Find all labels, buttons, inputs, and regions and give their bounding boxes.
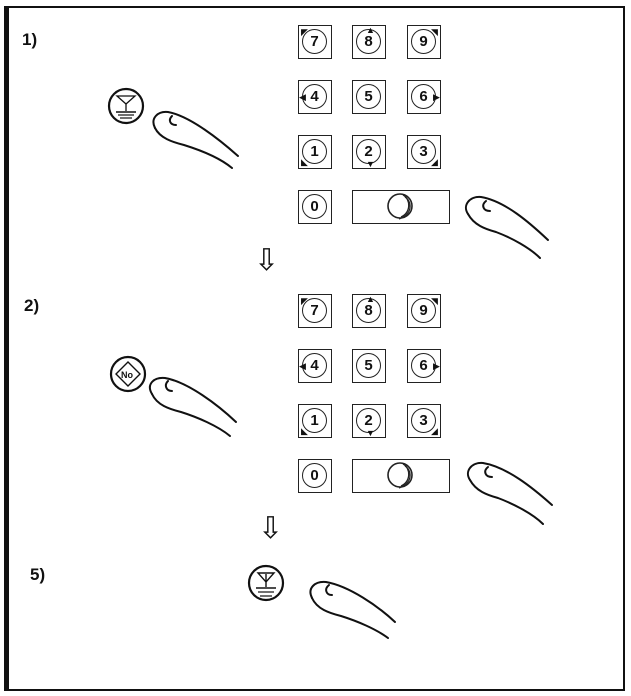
key-5[interactable]: 5 <box>352 80 386 114</box>
arrow-up-icon: ▲ <box>366 294 375 304</box>
key-0[interactable]: 0 <box>298 190 332 224</box>
enter-key[interactable] <box>352 190 450 224</box>
key-1[interactable]: 1 ◣ <box>298 135 332 169</box>
key-7[interactable]: 7 ◤ <box>298 25 332 59</box>
key-6[interactable]: 6 ▶ <box>407 80 441 114</box>
frame-left-rule <box>4 6 7 691</box>
arrow-downright-icon: ◢ <box>431 426 438 436</box>
key-9[interactable]: 9 ◥ <box>407 294 441 328</box>
enter-key[interactable] <box>352 459 450 493</box>
key-5[interactable]: 5 <box>352 349 386 383</box>
arrow-up-icon: ▲ <box>366 25 375 35</box>
arrow-upright-icon: ◥ <box>431 27 438 37</box>
arrow-downleft-icon: ◣ <box>301 157 308 167</box>
diagram-frame <box>7 6 625 691</box>
key-8[interactable]: 8 ▲ <box>352 294 386 328</box>
key-4[interactable]: 4 ◀ <box>298 80 332 114</box>
key-3[interactable]: 3 ◢ <box>407 404 441 438</box>
arrow-downright-icon: ◢ <box>431 157 438 167</box>
key-2[interactable]: 2 ▼ <box>352 135 386 169</box>
arrow-right-icon: ▶ <box>433 361 440 371</box>
enter-loop-icon <box>387 193 414 220</box>
arrow-right-icon: ▶ <box>433 92 440 102</box>
key-2[interactable]: 2 ▼ <box>352 404 386 438</box>
key-0[interactable]: 0 <box>298 459 332 493</box>
step-5-label: 5) <box>30 565 46 584</box>
program-fold-icon[interactable] <box>107 87 145 125</box>
key-1[interactable]: 1 ◣ <box>298 404 332 438</box>
flow-arrow-2: ⇩ <box>258 511 284 546</box>
svg-text:No: No <box>121 370 133 380</box>
flow-arrow-1: ⇩ <box>254 243 280 278</box>
arrow-upleft-icon: ◤ <box>301 27 308 37</box>
arrow-down-icon: ▼ <box>366 159 375 169</box>
key-7[interactable]: 7 ◤ <box>298 294 332 328</box>
step-2-label: 2) <box>24 296 40 315</box>
arrow-downleft-icon: ◣ <box>301 426 308 436</box>
key-4[interactable]: 4 ◀ <box>298 349 332 383</box>
key-6[interactable]: 6 ▶ <box>407 349 441 383</box>
finger-press-icon <box>148 110 553 639</box>
arrow-left-icon: ◀ <box>299 92 306 102</box>
key-8[interactable]: 8 ▲ <box>352 25 386 59</box>
key-9[interactable]: 9 ◥ <box>407 25 441 59</box>
enter-loop-icon <box>387 462 414 489</box>
foot-pedal-icon[interactable] <box>247 564 285 602</box>
arrow-left-icon: ◀ <box>299 361 306 371</box>
number-key-icon[interactable]: No <box>109 355 147 393</box>
arrow-down-icon: ▼ <box>366 428 375 438</box>
arrow-upright-icon: ◥ <box>431 296 438 306</box>
arrow-upleft-icon: ◤ <box>301 296 308 306</box>
step-1-label: 1) <box>22 30 38 49</box>
key-3[interactable]: 3 ◢ <box>407 135 441 169</box>
